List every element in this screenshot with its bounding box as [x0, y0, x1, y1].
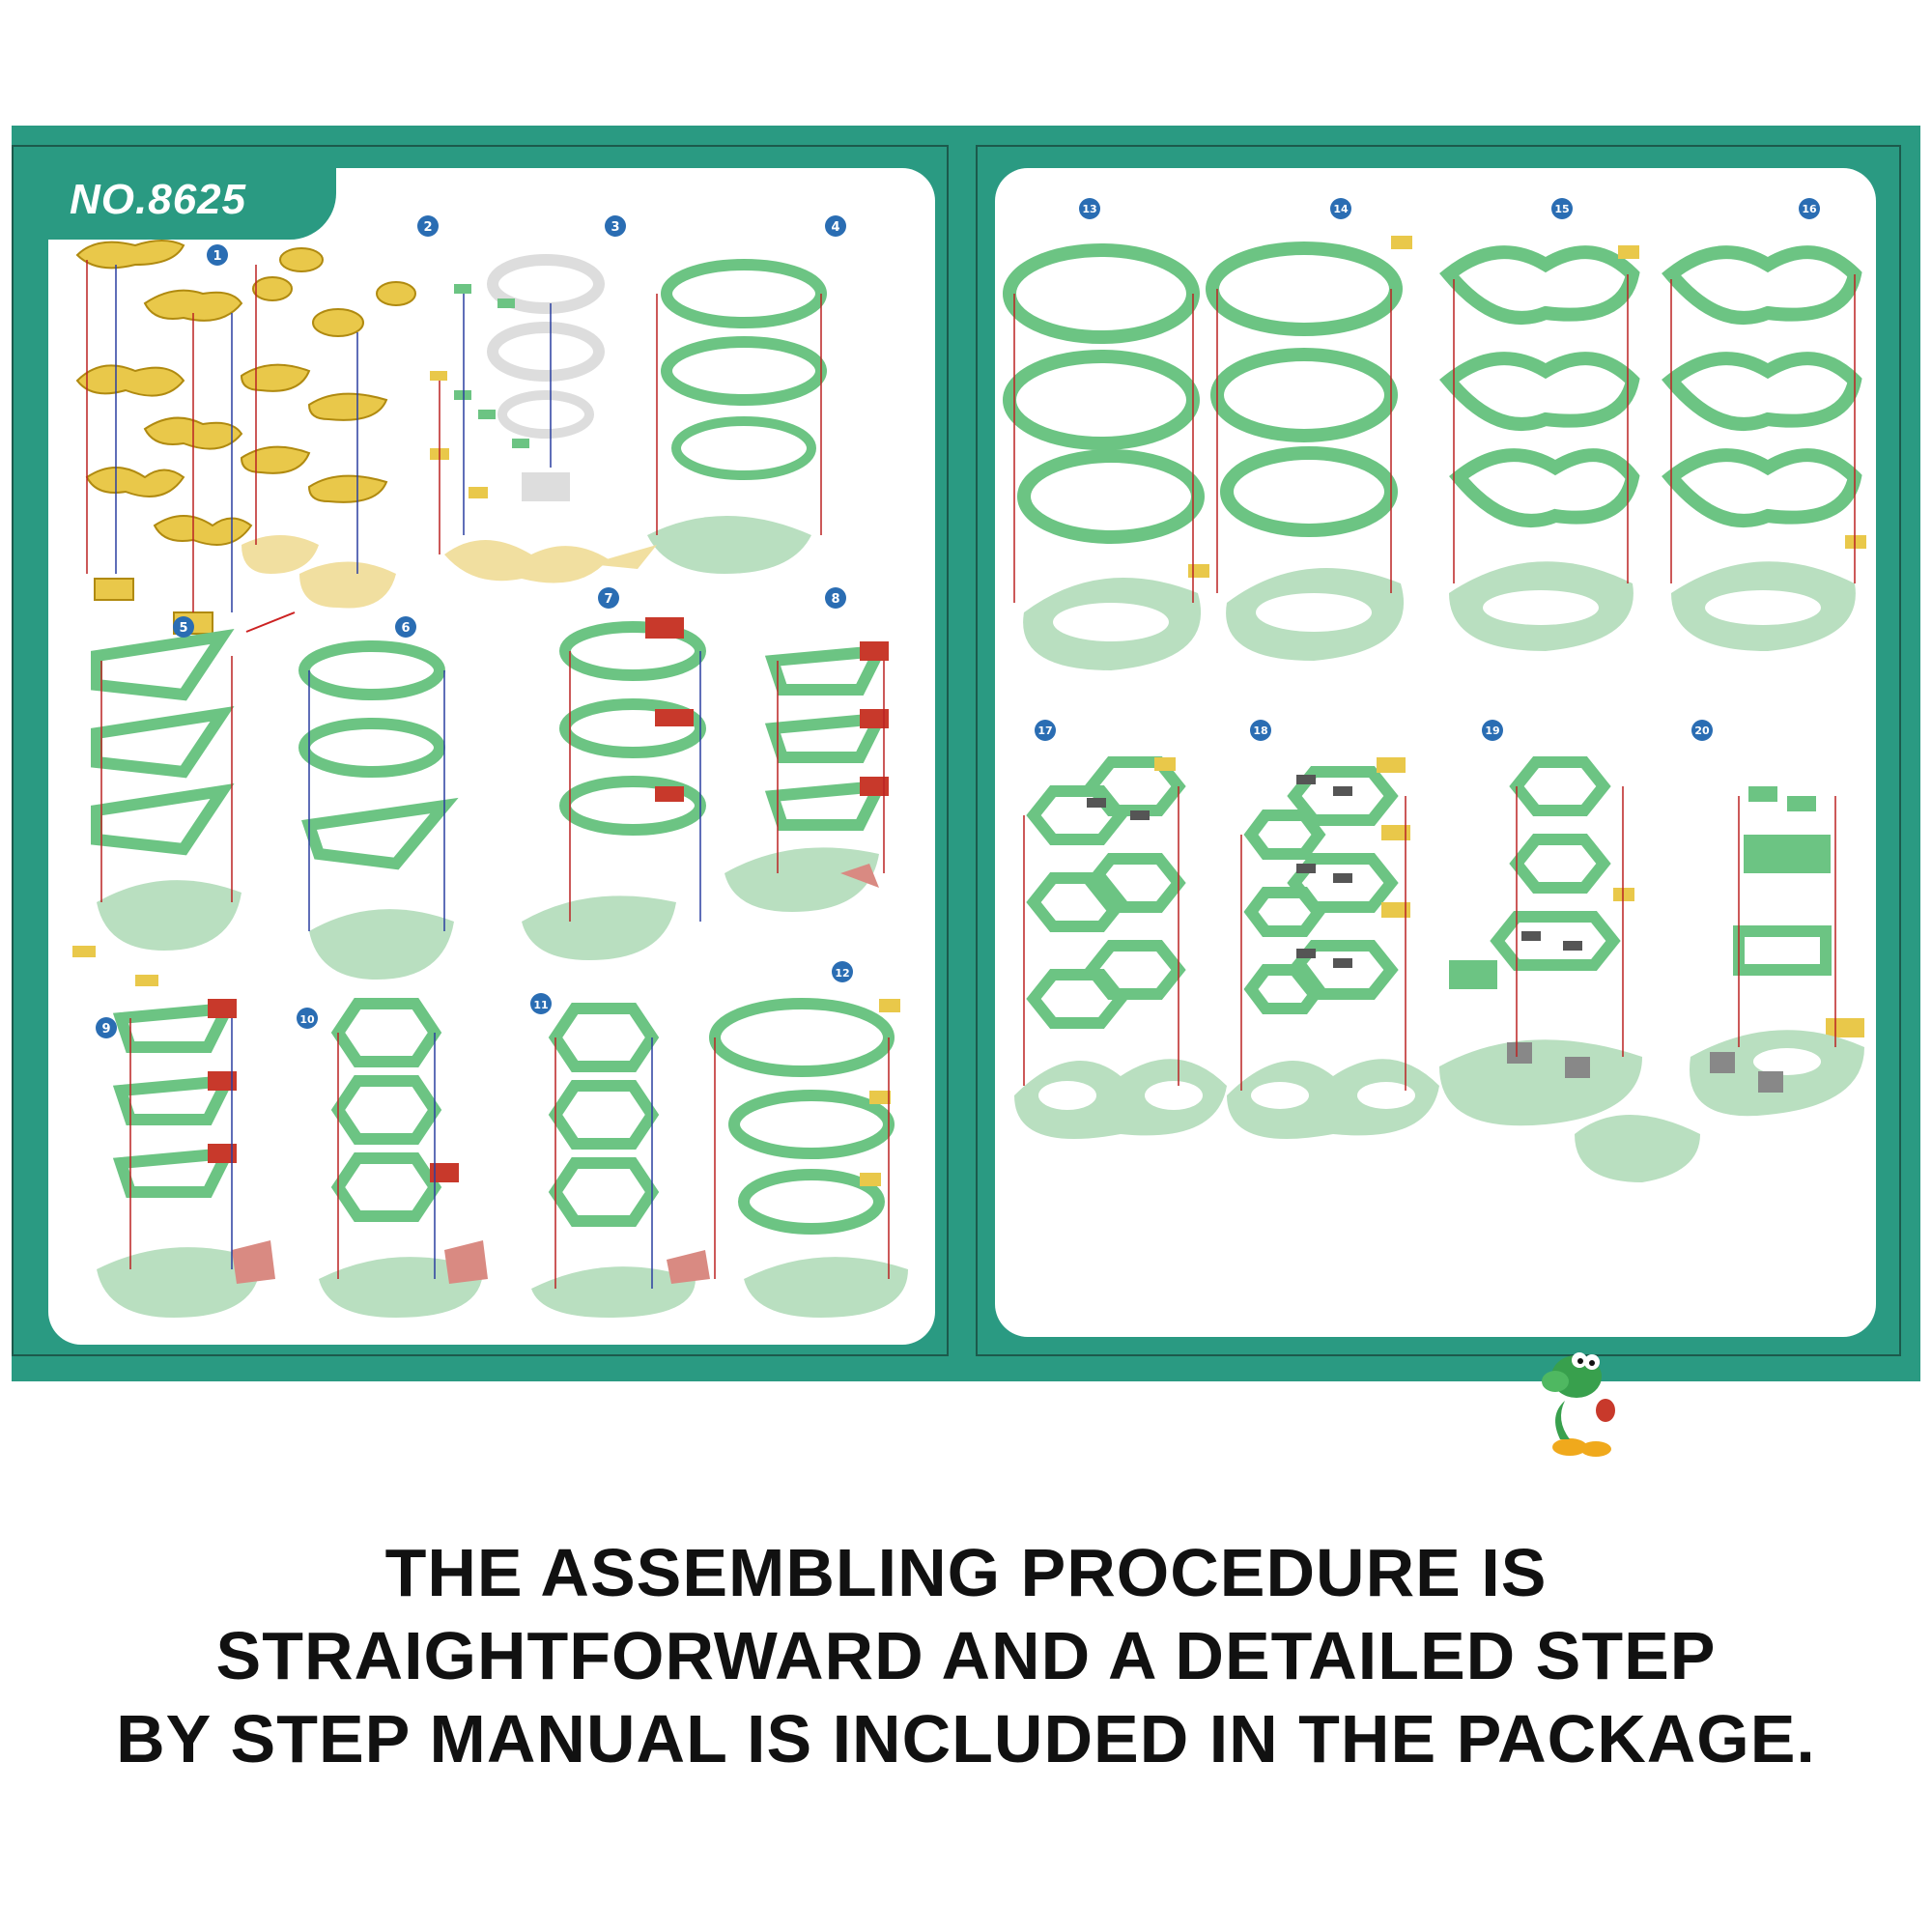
svg-text:6: 6 [401, 621, 410, 636]
left-page-frame [12, 145, 949, 1356]
svg-text:11: 11 [533, 999, 548, 1011]
caption-line-3: BY STEP MANUAL IS INCLUDED IN THE PACKAG… [116, 1701, 1816, 1776]
step-9-to-12-figures [97, 998, 908, 1318]
svg-text:8: 8 [831, 592, 839, 607]
step-13-to-16-figures [1003, 242, 1862, 544]
step-1-figure [75, 240, 253, 635]
svg-text:20: 20 [1694, 724, 1710, 737]
svg-text:3: 3 [611, 220, 619, 235]
step-17-to-20-figures [1026, 756, 1832, 1029]
svg-text:17: 17 [1037, 724, 1052, 737]
step-3-figure [430, 254, 609, 583]
svg-text:2: 2 [423, 220, 432, 235]
svg-text:13: 13 [1082, 203, 1096, 215]
right-page-diagrams: 13 14 15 16 [1003, 198, 1866, 1182]
caption-text: THE ASSEMBLING PROCEDURE IS STRAIGHTFORW… [0, 1531, 1932, 1780]
step-badges-row-4: 13 14 15 16 [1079, 198, 1820, 219]
step-17-to-20-bases [1014, 1030, 1864, 1182]
step-4-figure [589, 259, 827, 574]
right-page-frame [976, 145, 1901, 1356]
caption-line-1: THE ASSEMBLING PROCEDURE IS [384, 1535, 1548, 1610]
step-2-figure [240, 247, 416, 633]
svg-text:1: 1 [213, 249, 221, 264]
svg-text:10: 10 [299, 1013, 315, 1026]
svg-text:12: 12 [835, 967, 849, 980]
right-page: 13 14 15 16 [995, 168, 1876, 1337]
svg-text:19: 19 [1485, 724, 1499, 737]
step-5-to-8-figures [72, 617, 890, 986]
svg-text:16: 16 [1802, 203, 1817, 215]
step-badges-row-5: 17 18 19 20 [1035, 720, 1713, 741]
instruction-sheet: 1 2 3 4 [12, 126, 1920, 1457]
svg-text:7: 7 [604, 592, 612, 607]
step-badges-row-3: 9 10 11 12 [96, 961, 853, 1038]
svg-text:4: 4 [831, 220, 839, 235]
model-number-tab: NO.8625 [37, 168, 336, 240]
model-number: NO.8625 [70, 176, 247, 223]
step-badges-row-2: 5 6 7 8 [173, 587, 846, 638]
svg-text:14: 14 [1333, 203, 1349, 215]
left-page-diagrams: 1 2 3 4 [72, 215, 908, 1318]
left-page: 1 2 3 4 [48, 168, 935, 1345]
svg-text:15: 15 [1554, 203, 1569, 215]
svg-text:9: 9 [101, 1022, 110, 1037]
svg-text:5: 5 [179, 621, 187, 636]
caption-line-2: STRAIGHTFORWARD AND A DETAILED STEP [215, 1618, 1717, 1693]
finished-model-figure [1542, 1352, 1615, 1457]
svg-text:18: 18 [1253, 724, 1267, 737]
step-badges-row-1: 1 2 3 4 [207, 215, 846, 266]
